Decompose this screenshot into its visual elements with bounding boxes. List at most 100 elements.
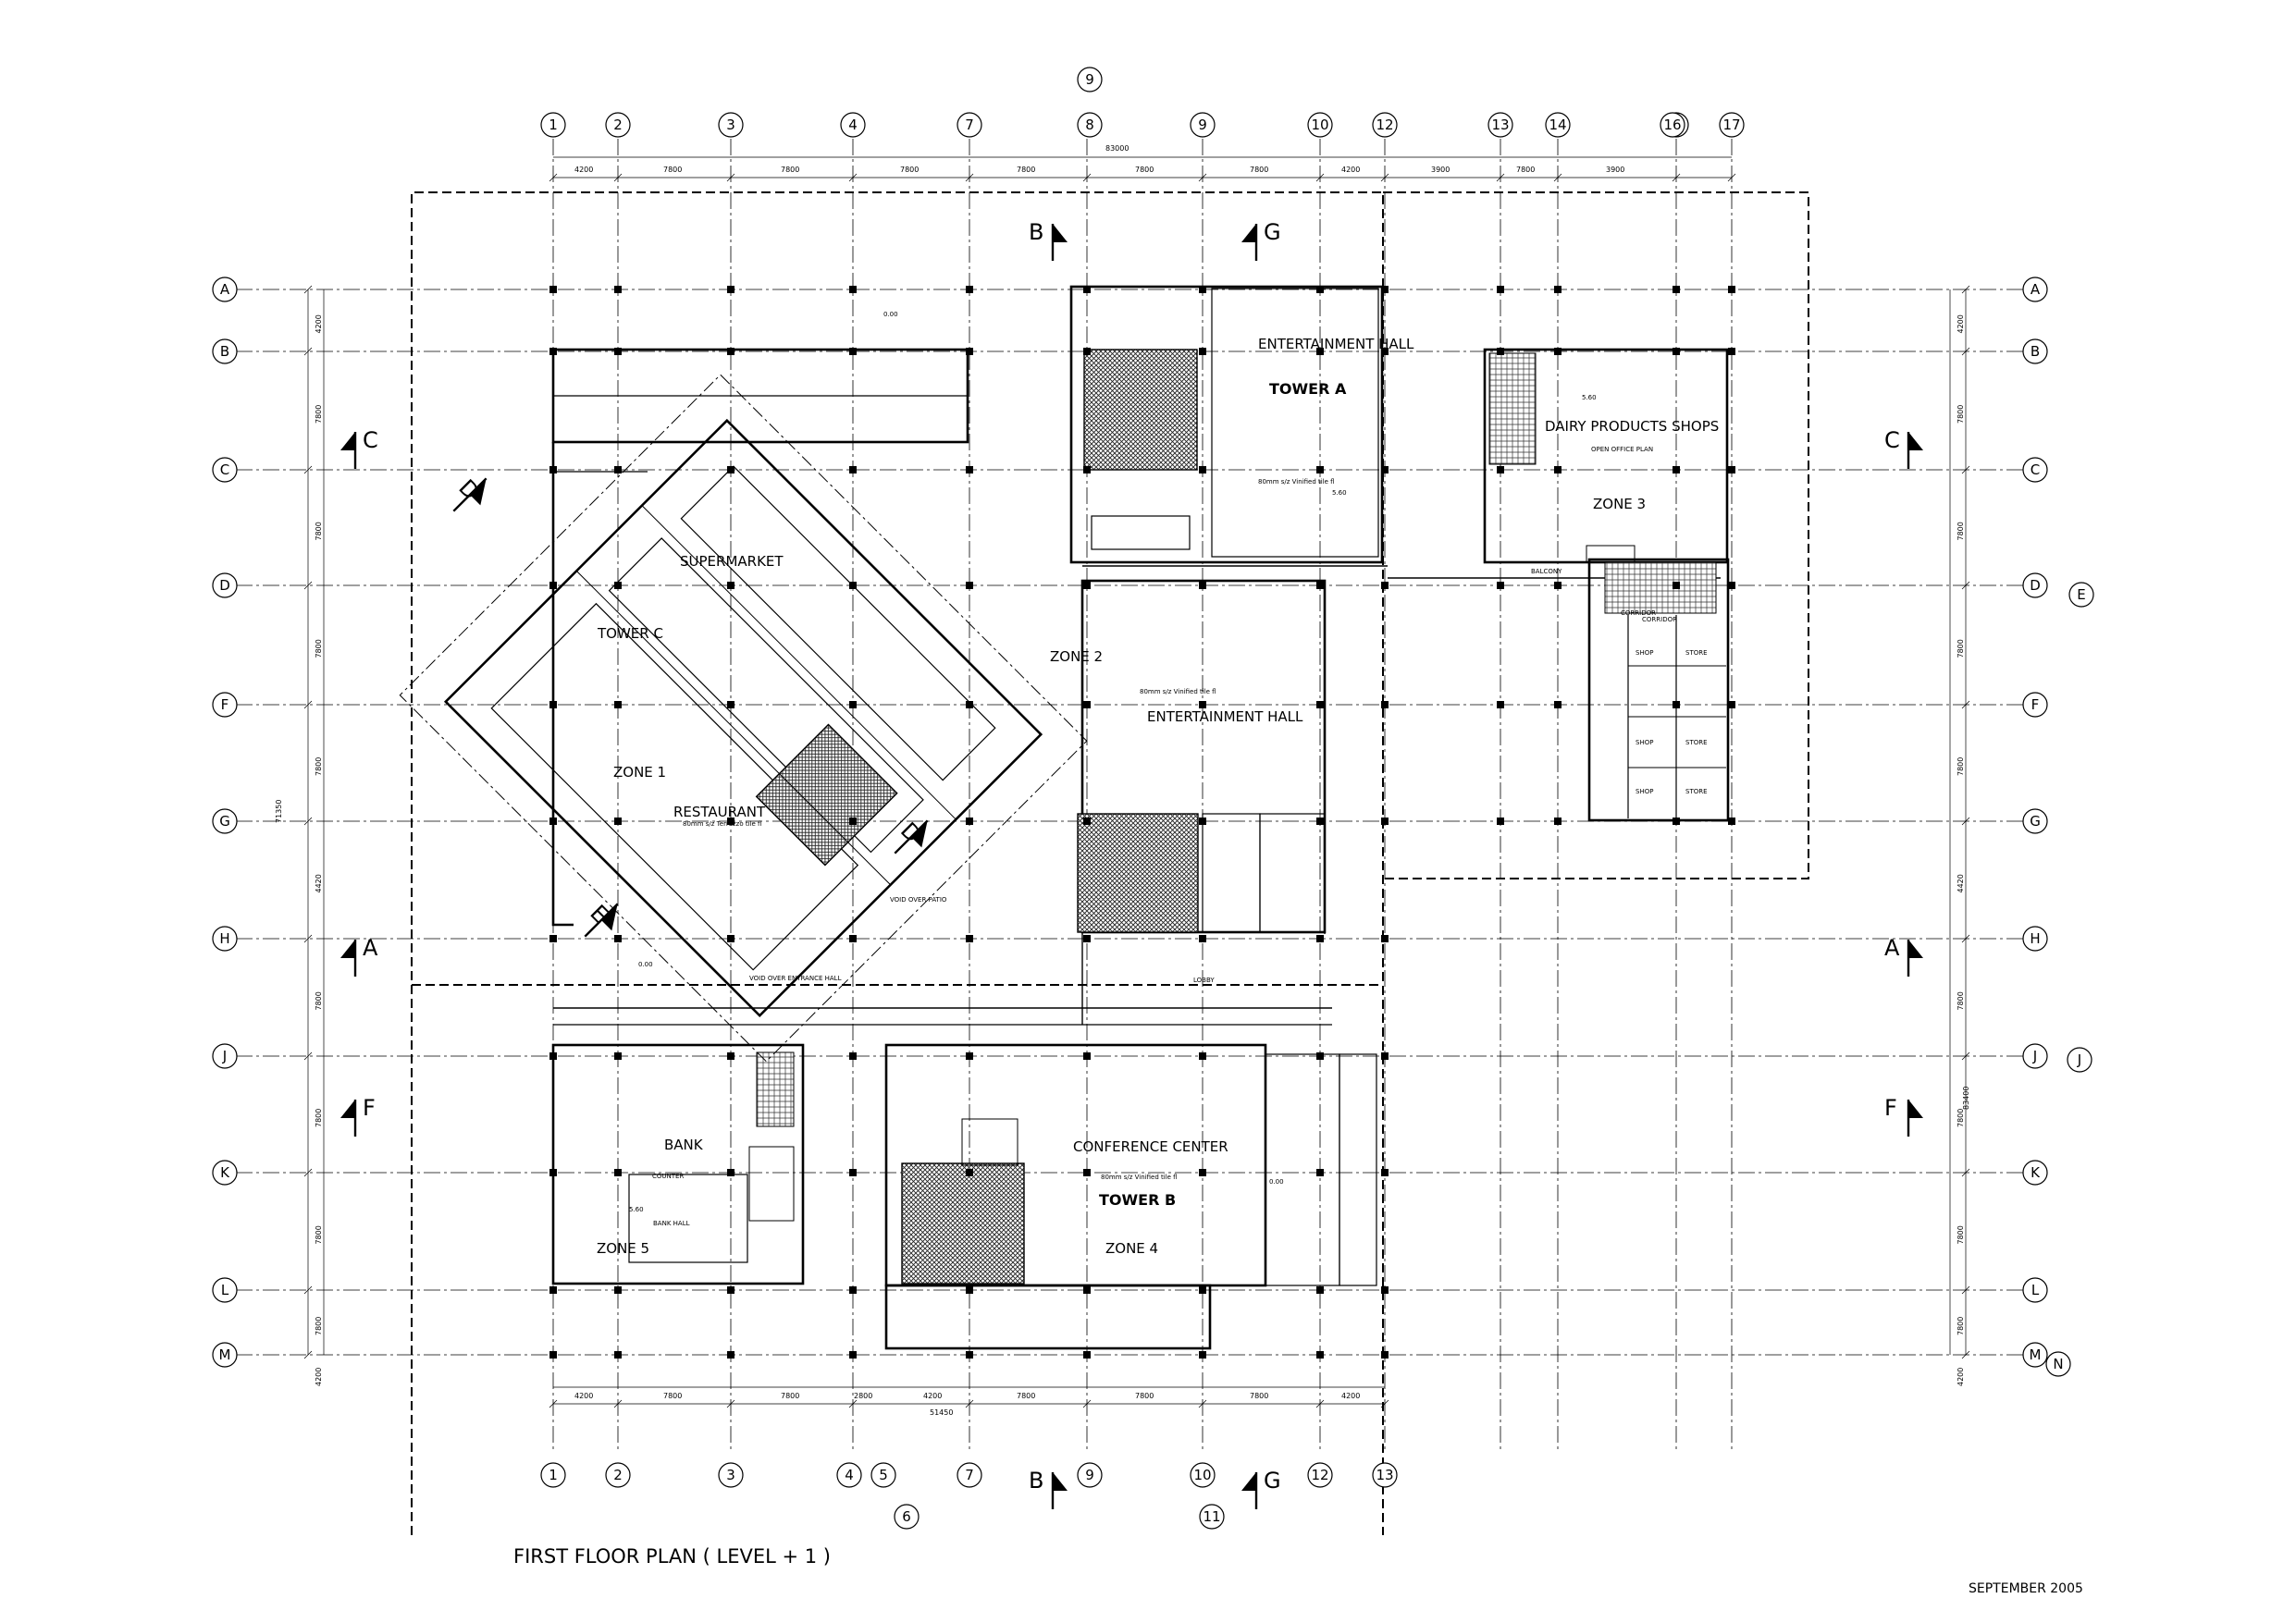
grid-bubble-left-D: D (212, 572, 238, 598)
column-marker (1554, 466, 1562, 473)
level-bank: 5.60 (629, 1206, 644, 1213)
column-marker (1381, 348, 1389, 355)
grid-bubble-top-17: 17 (1719, 112, 1745, 138)
column-marker (1728, 466, 1735, 473)
column-marker (549, 1052, 557, 1060)
label-zone-5: ZONE 5 (597, 1240, 649, 1257)
label-zone-2: ZONE 2 (1050, 648, 1103, 665)
svg-text:B: B (2031, 343, 2040, 360)
grid-bubble-left-C: C (212, 457, 238, 483)
label-entertainment-mid: ENTERTAINMENT HALL (1147, 708, 1303, 725)
column-marker (1728, 818, 1735, 825)
dim-top-span: 3900 (1606, 166, 1624, 174)
column-marker (966, 348, 973, 355)
column-marker (1199, 466, 1206, 473)
grid-bubble-right-K: K (2022, 1160, 2048, 1186)
site-boundary (411, 191, 1809, 1535)
column-marker (1728, 582, 1735, 589)
grid-bubble-left-M: M (212, 1342, 238, 1368)
column-marker (614, 1351, 622, 1359)
column-marker (727, 582, 734, 589)
grid-bubble-top-10: 10 (1307, 112, 1333, 138)
dim-bottom-span: 4200 (1341, 1392, 1360, 1400)
grid-bubble-bottom-13: 13 (1372, 1462, 1398, 1488)
svg-text:A: A (2031, 281, 2041, 298)
label-tower-b: TOWER B (1099, 1191, 1176, 1209)
column-marker (849, 348, 857, 355)
column-marker (1673, 286, 1680, 293)
column-marker (549, 701, 557, 708)
svg-text:A: A (220, 281, 230, 298)
column-marker (849, 818, 857, 825)
grid-bubble-left-G: G (212, 808, 238, 834)
grid-bubble-right-A: A (2022, 277, 2048, 302)
svg-text:B: B (1029, 1468, 1043, 1494)
column-marker (1083, 286, 1091, 293)
grid-bubble-right-F: F (2022, 692, 2048, 718)
label-bank: BANK (664, 1137, 704, 1153)
label-entertainment-top: ENTERTAINMENT HALL (1258, 336, 1414, 352)
column-marker (1673, 818, 1680, 825)
grid-bubble-bottom-6: 6 (894, 1504, 920, 1530)
dim-left-overall: 71350 (275, 800, 283, 823)
section-marker-C-left: C (340, 427, 378, 469)
label-shop-2: SHOP (1636, 739, 1653, 746)
column-marker (614, 286, 622, 293)
grid-bubble-bottom-7: 7 (957, 1462, 982, 1488)
grid-bubble-left-B: B (212, 338, 238, 364)
svg-text:G: G (2030, 813, 2041, 830)
label-zone-1: ZONE 1 (613, 764, 666, 781)
svg-text:2: 2 (613, 1467, 623, 1483)
grid-bubble-right-M: M (2022, 1342, 2048, 1368)
column-marker (1497, 582, 1504, 589)
dim-top-span: 7800 (1017, 166, 1035, 174)
dim-bottom-span: 2800 (854, 1392, 872, 1400)
label-store-1: STORE (1685, 649, 1708, 657)
label-lobby: LOBBY (1193, 977, 1215, 984)
dim-right-span: 7800 (1957, 1317, 1965, 1335)
building-walls (551, 285, 1730, 1350)
grid-bubble-left-K: K (212, 1160, 238, 1186)
section-marker-C-right: C (1884, 427, 1923, 469)
grid-bubble-right-extra-N: N (2045, 1351, 2071, 1377)
label-corridor-2: CORRIDOR (1642, 616, 1677, 623)
column-marker (1083, 818, 1091, 825)
svg-text:D: D (2030, 577, 2041, 594)
column-marker (1316, 582, 1324, 589)
dim-bottom-span: 4200 (574, 1392, 593, 1400)
column-marker (1083, 582, 1091, 589)
column-marker (966, 935, 973, 942)
svg-text:10: 10 (1193, 1467, 1211, 1483)
column-marker (727, 286, 734, 293)
column-marker (549, 286, 557, 293)
svg-text:H: H (2030, 930, 2040, 947)
svg-text:4: 4 (845, 1467, 854, 1483)
column-marker (849, 1351, 857, 1359)
column-marker (1673, 466, 1680, 473)
svg-text:H: H (219, 930, 229, 947)
grid-bubble-top-9: 9 (1190, 112, 1216, 138)
column-marker (727, 1169, 734, 1176)
grid-bubble-bottom-3: 3 (718, 1462, 744, 1488)
section-marker-E: E (584, 900, 619, 938)
column-marker (1316, 1286, 1324, 1294)
label-tower-a: TOWER A (1269, 380, 1347, 398)
label-zone-4: ZONE 4 (1105, 1240, 1158, 1257)
section-marker-B-top: B (1029, 219, 1068, 261)
grid-bubble-left-L: L (212, 1277, 238, 1303)
column-marker (549, 348, 557, 355)
column-marker (1673, 582, 1680, 589)
svg-text:M: M (219, 1346, 231, 1363)
svg-text:9: 9 (1085, 71, 1094, 88)
dim-right-span: 7800 (1957, 757, 1965, 776)
column-marker (549, 466, 557, 473)
svg-text:13: 13 (1491, 117, 1509, 133)
column-marker (1381, 701, 1389, 708)
column-marker (966, 1169, 973, 1176)
grid-bubble-top-14: 14 (1545, 112, 1571, 138)
grid-bubble-top-7: 7 (957, 112, 982, 138)
column-marker (1083, 935, 1091, 942)
column-marker (1083, 348, 1091, 355)
